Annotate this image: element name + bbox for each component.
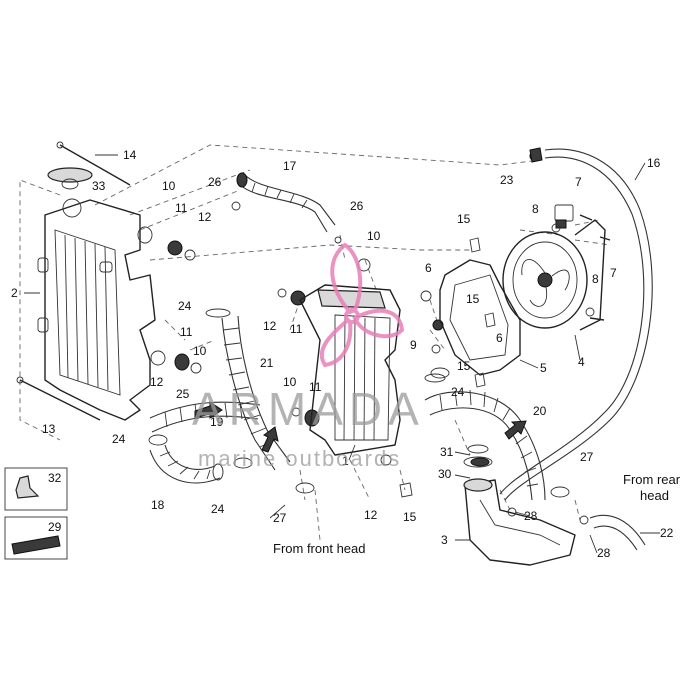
- callout-12a: 12: [198, 210, 212, 224]
- callout-8a: 8: [532, 202, 539, 216]
- callout-20: 20: [533, 404, 547, 418]
- callout-6b: 6: [496, 331, 503, 345]
- hose-22: [589, 514, 646, 551]
- hose-16: [499, 148, 653, 501]
- callout-27a: 27: [273, 511, 287, 525]
- callout-21: 21: [260, 356, 274, 370]
- callout-7a: 7: [575, 175, 582, 189]
- callout-2: 2: [11, 286, 18, 300]
- callout-32: 32: [48, 471, 62, 485]
- cooling-fan: [502, 204, 606, 331]
- callout-24a: 24: [178, 299, 192, 313]
- callout-29: 29: [48, 520, 62, 534]
- note-from-rear-head-1: From rear: [623, 472, 681, 487]
- callout-1: 1: [342, 454, 349, 468]
- callout-15b: 15: [466, 292, 480, 306]
- callout-8b: 8: [592, 272, 599, 286]
- callout-24d: 24: [451, 385, 465, 399]
- clip-23: [529, 147, 543, 163]
- assembly-guide-lines: [19, 144, 611, 541]
- long-bolt-14: [56, 141, 131, 186]
- callout-12c: 12: [263, 319, 277, 333]
- callout-3: 3: [441, 533, 448, 547]
- callout-10a: 10: [162, 179, 176, 193]
- hose-18: [149, 444, 224, 484]
- callout-12d: 12: [364, 508, 378, 522]
- detail-box-32: [4, 467, 68, 511]
- callout-4: 4: [578, 355, 585, 369]
- radiator-cap: [47, 167, 93, 190]
- callout-27b: 27: [580, 450, 594, 464]
- callout-19: 19: [210, 415, 224, 429]
- callout-10c: 10: [283, 375, 297, 389]
- callout-5: 5: [540, 361, 547, 375]
- propeller-logo-icon: [319, 242, 405, 368]
- callout-9: 9: [410, 338, 417, 352]
- callout-16: 16: [647, 156, 661, 170]
- callout-15a: 15: [457, 212, 471, 226]
- notes: From front head From rear head: [273, 472, 681, 556]
- callout-24b: 24: [112, 432, 126, 446]
- callout-12b: 12: [150, 375, 164, 389]
- radiator-right: [299, 284, 401, 456]
- brackets-15: [399, 237, 496, 498]
- callout-33: 33: [92, 179, 106, 193]
- long-bolt-13: [16, 376, 101, 421]
- callout-23: 23: [500, 173, 514, 187]
- callout-7b: 7: [610, 266, 617, 280]
- watermark-brand: ARMADA: [192, 383, 425, 435]
- leader-lines: [24, 154, 660, 554]
- callout-11c: 11: [290, 322, 303, 336]
- callout-18: 18: [151, 498, 165, 512]
- callout-26b: 26: [350, 199, 364, 213]
- callout-17: 17: [283, 159, 297, 173]
- callout-labels: 1 2 3 4 5 6 6 7 7 8 8 9 10 10 10 10 11 1…: [11, 148, 674, 560]
- callout-13: 13: [42, 422, 56, 436]
- callout-10b: 10: [193, 344, 207, 358]
- watermark-tagline: marine outboards: [198, 446, 401, 471]
- callout-26a: 26: [208, 175, 222, 189]
- fan-shroud-plate: [439, 259, 521, 376]
- callout-24c: 24: [211, 502, 225, 516]
- callout-28b: 28: [597, 546, 611, 560]
- callout-11d: 11: [309, 380, 322, 394]
- callout-28a: 28: [524, 509, 538, 523]
- callout-22: 22: [660, 526, 674, 540]
- callout-30: 30: [438, 467, 452, 481]
- detail-box-29: [4, 516, 68, 560]
- screws-7-8: [551, 214, 611, 321]
- armada-watermark: ARMADA marine outboards: [192, 242, 425, 471]
- hose-17: [236, 172, 336, 233]
- callout-10d: 10: [367, 229, 381, 243]
- callout-11a: 11: [175, 201, 188, 215]
- callout-15c: 15: [457, 359, 471, 373]
- callout-25: 25: [176, 387, 190, 401]
- flow-arrows: [194, 401, 527, 453]
- callout-11b: 11: [180, 325, 193, 339]
- callout-14: 14: [123, 148, 137, 162]
- radiator-left: [37, 198, 156, 421]
- water-pump-housing: [463, 444, 576, 566]
- callout-6a: 6: [425, 261, 432, 275]
- callout-15d: 15: [403, 510, 417, 524]
- note-from-rear-head-2: head: [640, 488, 669, 503]
- callout-31: 31: [440, 445, 454, 459]
- note-from-front-head: From front head: [273, 541, 366, 556]
